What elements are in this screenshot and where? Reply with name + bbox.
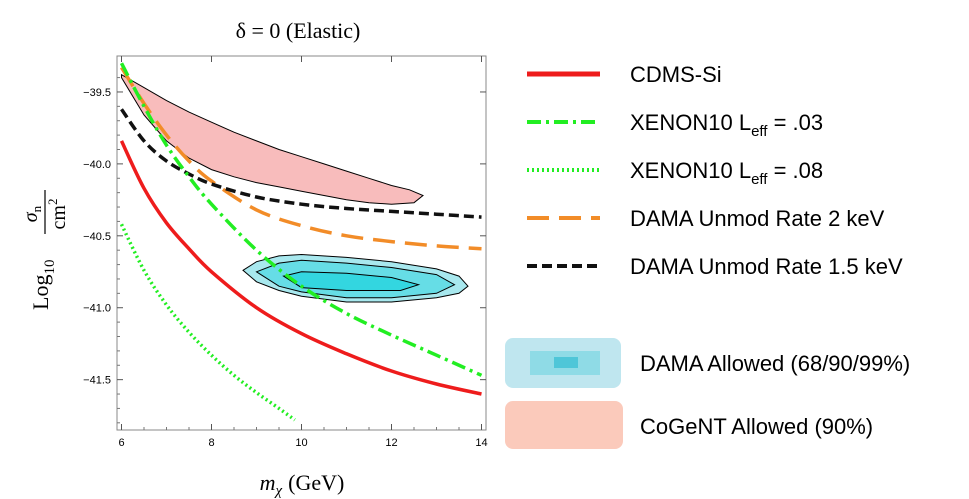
- legend-label-dama-region: DAMA Allowed (68/90/99%): [640, 351, 910, 376]
- legend-swatch-dama-region-inner: [554, 357, 578, 368]
- x-tick-label: 10: [295, 437, 307, 449]
- legend-label-dama-15kev: DAMA Unmod Rate 1.5 keV: [630, 254, 903, 279]
- x-axis-label: mχ(GeV): [260, 470, 345, 499]
- cogent-region: [121, 73, 424, 205]
- y-tick-label: −41.5: [83, 375, 111, 387]
- y-tick-label: −39.5: [83, 87, 111, 99]
- x-tick-label: 12: [385, 437, 397, 449]
- y-tick-label: −40.0: [83, 159, 111, 171]
- legend-label-xenon-03: XENON10 Leff = .03: [630, 110, 823, 140]
- xenon10-08-curve: [119, 223, 296, 422]
- dama-region-68: [282, 271, 421, 291]
- regions-layer: [121, 73, 469, 303]
- ticks-layer: 6 8 10 12 14 −39.5 −40.0 −40.5 −41.0 −41.5: [83, 56, 488, 449]
- y-tick-label: −41.0: [83, 303, 111, 315]
- legend-label-dama-2kev: DAMA Unmod Rate 2 keV: [630, 206, 885, 231]
- x-tick-label: 8: [208, 437, 214, 449]
- x-tick-label: 14: [475, 437, 487, 449]
- series-layer: [119, 62, 483, 422]
- xenon10-03-curve: [119, 62, 483, 377]
- legend-label-cdms: CDMS-Si: [630, 62, 722, 87]
- x-tick-label: 6: [118, 437, 124, 449]
- legend-label-xenon-08: XENON10 Leff = .08: [630, 158, 823, 188]
- legend: CDMS-Si XENON10 Leff = .03 XENON10 Leff …: [505, 62, 910, 449]
- dama-15kev-curve: [120, 108, 482, 219]
- chart-title: δ = 0 (Elastic): [236, 18, 361, 43]
- y-tick-label: −40.5: [83, 231, 111, 243]
- cdms-si-curve: [119, 140, 482, 396]
- y-axis-label: Log10 σn cm2: [20, 190, 70, 310]
- y-label-numerator: σn: [20, 205, 44, 222]
- legend-swatch-cogent-region: [505, 401, 623, 449]
- y-label-denominator: cm2: [45, 199, 70, 230]
- y-label-prefix: Log10: [28, 260, 58, 310]
- legend-label-cogent-region: CoGeNT Allowed (90%): [640, 414, 873, 439]
- dama-2kev-curve: [120, 66, 482, 251]
